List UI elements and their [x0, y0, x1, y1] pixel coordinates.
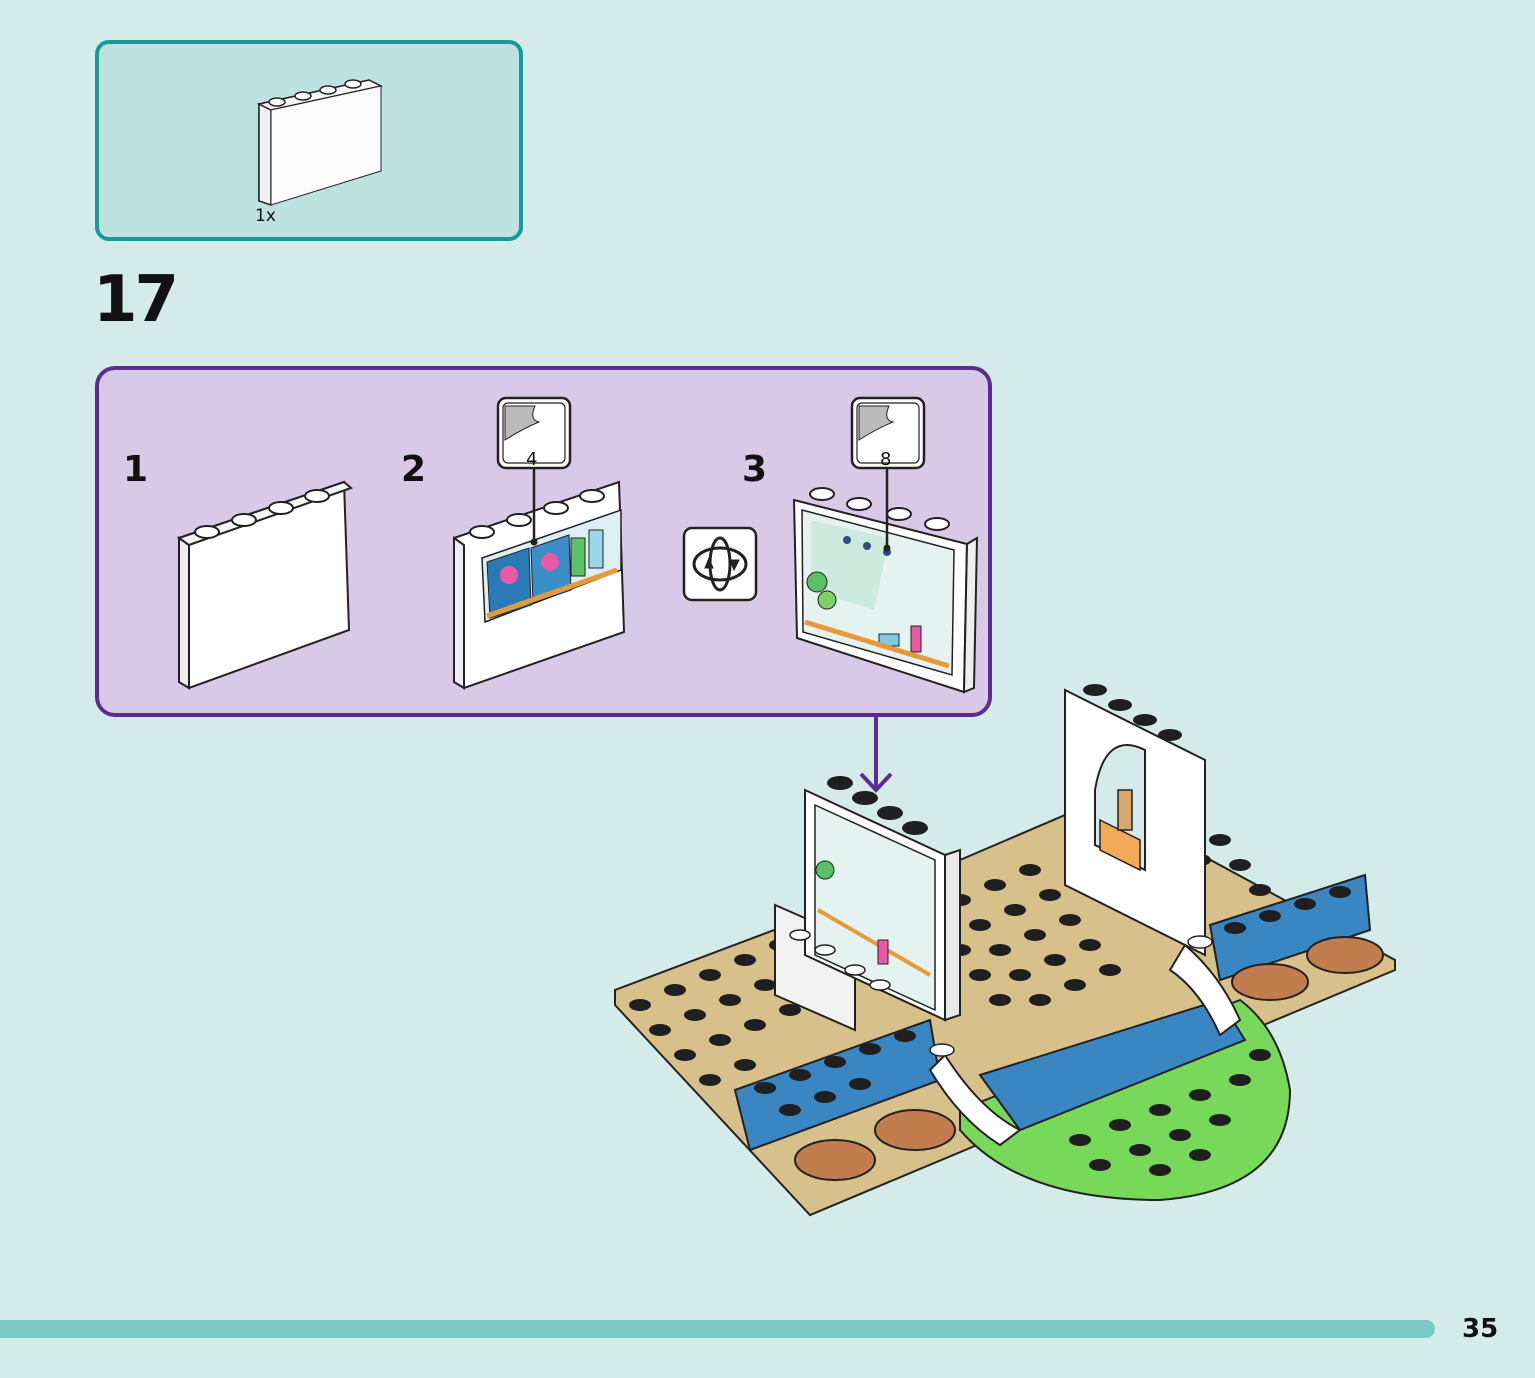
part-quantity: 1x [255, 206, 276, 226]
sticker-number-8: 8 [880, 449, 892, 470]
white-brick-part-icon [256, 79, 384, 207]
page-number: 35 [1462, 1314, 1499, 1344]
sub-step-number-2: 2 [401, 449, 427, 490]
sub-step-number-1: 1 [123, 449, 149, 490]
main-model-illustration [614, 684, 1396, 1217]
sub-assembly-callout: 1 2 3 4 8 [95, 366, 992, 717]
placement-arrow-icon [859, 716, 893, 793]
rotate-model-icon [682, 526, 758, 602]
plain-brick-icon [176, 480, 353, 690]
step-number: 17 [93, 263, 179, 337]
sticker-number-4: 4 [526, 449, 538, 470]
sticker-badge-8 [850, 396, 926, 552]
sub-assembly-illustrations [176, 396, 979, 694]
brick-with-window-sticker-icon [792, 487, 979, 694]
parts-callout: 1x [95, 40, 523, 241]
sticker-badge-4 [496, 396, 572, 546]
sub-step-number-3: 3 [742, 449, 768, 490]
footer-progress-bar [0, 1320, 1435, 1338]
brick-with-poster-sticker-icon [452, 480, 626, 690]
